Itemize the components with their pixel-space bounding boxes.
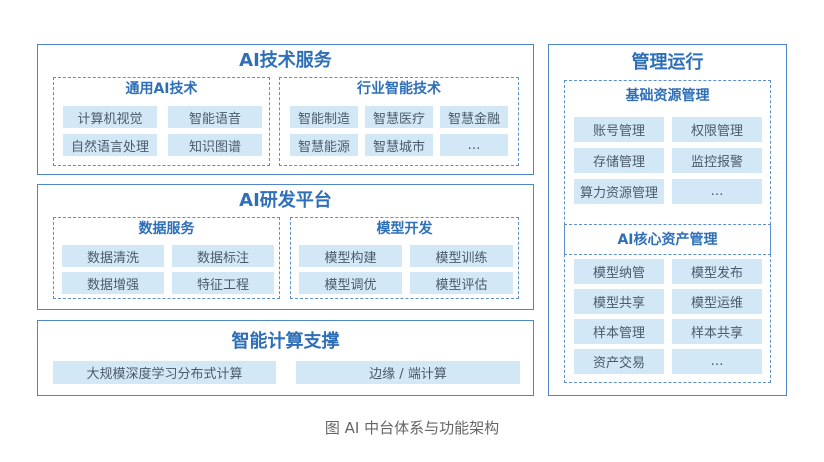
model-dev-item: 模型调优 (299, 272, 402, 294)
core-assets-title: AI核心资产管理 (617, 232, 718, 248)
model-dev-title: 模型开发 (376, 221, 433, 237)
basic-resources-group: 基础资源管理 账号管理 权限管理 存储管理 监控报警 算力资源管理 … (564, 80, 771, 255)
compute-panel: 智能计算支撑 大规模深度学习分布式计算 边缘 / 端计算 (37, 320, 534, 396)
model-dev-group: 模型开发 模型构建 模型训练 模型调优 模型评估 (290, 217, 519, 299)
ai-services-panel: AI技术服务 通用AI技术 计算机视觉 智能语音 自然语言处理 知识图谱 行业智… (37, 44, 534, 175)
core-assets-item: … (672, 349, 762, 374)
industry-ai-item: 智能制造 (290, 106, 358, 128)
core-assets-item: 样本管理 (574, 319, 664, 344)
core-assets-item: 资产交易 (574, 349, 664, 374)
basic-resources-item: 存储管理 (574, 148, 664, 173)
model-dev-item: 模型构建 (299, 245, 402, 267)
rd-platform-panel: AI研发平台 数据服务 数据清洗 数据标注 数据增强 特征工程 模型开发 模型构… (37, 184, 534, 310)
core-assets-item: 模型运维 (672, 289, 762, 314)
management-panel: 管理运行 基础资源管理 账号管理 权限管理 存储管理 监控报警 算力资源管理 …… (548, 44, 787, 396)
compute-item: 大规模深度学习分布式计算 (53, 361, 276, 384)
data-services-item: 数据增强 (62, 272, 164, 294)
basic-resources-title: 基础资源管理 (625, 88, 710, 104)
general-ai-title: 通用AI技术 (125, 81, 198, 97)
compute-title: 智能计算支撑 (231, 331, 340, 352)
general-ai-item: 自然语言处理 (63, 134, 157, 156)
industry-ai-title: 行业智能技术 (357, 81, 441, 97)
industry-ai-group: 行业智能技术 智能制造 智慧医疗 智慧金融 智慧能源 智慧城市 … (279, 77, 519, 166)
model-dev-item: 模型评估 (410, 272, 513, 294)
basic-resources-item: 账号管理 (574, 117, 664, 142)
basic-resources-item: 监控报警 (672, 148, 762, 173)
general-ai-item: 计算机视觉 (63, 106, 157, 128)
industry-ai-item: … (440, 134, 508, 156)
data-services-title: 数据服务 (138, 221, 195, 237)
rd-platform-title: AI研发平台 (239, 190, 332, 211)
industry-ai-item: 智慧能源 (290, 134, 358, 156)
industry-ai-item: 智慧金融 (440, 106, 508, 128)
industry-ai-item: 智慧医疗 (365, 106, 433, 128)
data-services-group: 数据服务 数据清洗 数据标注 数据增强 特征工程 (53, 217, 280, 299)
data-services-item: 数据标注 (172, 245, 274, 267)
industry-ai-item: 智慧城市 (365, 134, 433, 156)
core-assets-item: 模型发布 (672, 259, 762, 284)
data-services-item: 特征工程 (172, 272, 274, 294)
figure-caption: 图 AI 中台体系与功能架构 (324, 419, 500, 437)
core-assets-item: 样本共享 (672, 319, 762, 344)
basic-resources-item: 算力资源管理 (574, 179, 664, 204)
basic-resources-item: 权限管理 (672, 117, 762, 142)
general-ai-item: 知识图谱 (168, 134, 262, 156)
model-dev-item: 模型训练 (410, 245, 513, 267)
core-assets-item: 模型共享 (574, 289, 664, 314)
general-ai-item: 智能语音 (168, 106, 262, 128)
compute-item: 边缘 / 端计算 (296, 361, 520, 384)
core-assets-item: 模型纳管 (574, 259, 664, 284)
ai-services-title: AI技术服务 (239, 50, 332, 71)
basic-resources-item: … (672, 179, 762, 204)
data-services-item: 数据清洗 (62, 245, 164, 267)
core-assets-group: AI核心资产管理 模型纳管 模型发布 模型共享 模型运维 样本管理 样本共享 资… (564, 224, 771, 383)
management-title: 管理运行 (631, 52, 704, 73)
general-ai-group: 通用AI技术 计算机视觉 智能语音 自然语言处理 知识图谱 (53, 77, 270, 166)
